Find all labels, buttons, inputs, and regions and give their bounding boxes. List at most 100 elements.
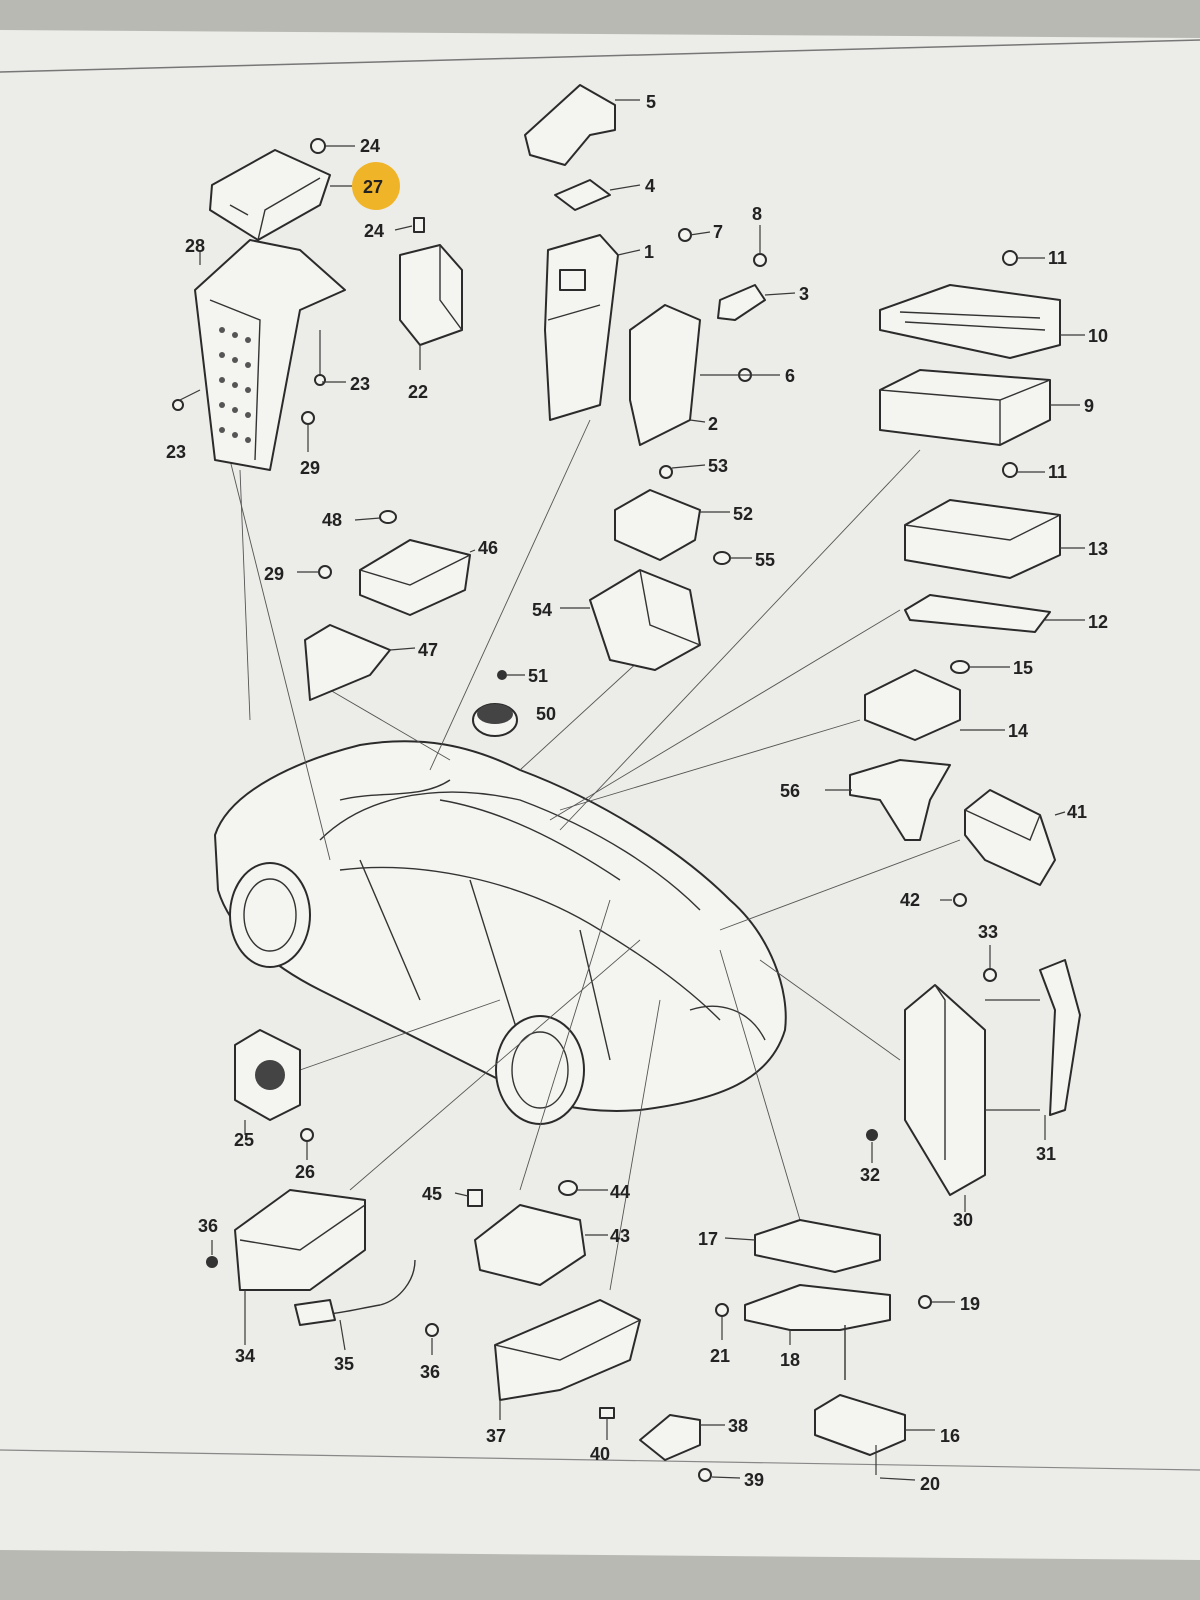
callout-53[interactable]: 53 — [708, 456, 728, 476]
part-16-module[interactable] — [814, 1394, 906, 1456]
callout-41[interactable]: 41 — [1067, 802, 1087, 822]
callout-56[interactable]: 56 — [780, 781, 800, 801]
callout-14[interactable]: 14 — [1008, 721, 1028, 741]
callout-10[interactable]: 10 — [1088, 326, 1108, 346]
part-4-clip[interactable] — [554, 179, 611, 211]
callout-42[interactable]: 42 — [900, 890, 920, 910]
callout-12[interactable]: 12 — [1088, 612, 1108, 632]
callout-25[interactable]: 25 — [234, 1130, 254, 1150]
callout-numbers: 5 24 27 4 8 7 24 28 1 11 3 10 6 23 22 9 … — [166, 92, 1108, 1494]
callout-48[interactable]: 48 — [322, 510, 342, 530]
callout-4[interactable]: 4 — [645, 176, 655, 196]
part-35-harness[interactable] — [294, 1259, 416, 1326]
callout-9[interactable]: 9 — [1084, 396, 1094, 416]
part-43-module[interactable] — [474, 1204, 586, 1286]
part-14-module[interactable] — [864, 669, 961, 741]
callout-22[interactable]: 22 — [408, 382, 428, 402]
callout-34[interactable]: 34 — [235, 1346, 255, 1366]
callout-43[interactable]: 43 — [610, 1226, 630, 1246]
part-34-module[interactable] — [234, 1189, 366, 1291]
part-10-cover[interactable] — [879, 284, 1061, 359]
part-27-control-module[interactable] — [209, 149, 331, 241]
part-5-cover[interactable] — [524, 84, 616, 166]
callout-35[interactable]: 35 — [334, 1354, 354, 1374]
callout-29-mid[interactable]: 29 — [264, 564, 284, 584]
callout-8[interactable]: 8 — [752, 204, 762, 224]
callout-40[interactable]: 40 — [590, 1444, 610, 1464]
callout-45[interactable]: 45 — [422, 1184, 442, 1204]
part-50-knob[interactable] — [472, 703, 518, 737]
part-13-ecu[interactable] — [904, 499, 1061, 579]
callout-17[interactable]: 17 — [698, 1229, 718, 1249]
callout-1[interactable]: 1 — [644, 242, 654, 262]
callout-52[interactable]: 52 — [733, 504, 753, 524]
part-9-ecu[interactable] — [879, 369, 1051, 446]
callout-23-left[interactable]: 23 — [166, 442, 186, 462]
callout-11-mid[interactable]: 11 — [1048, 462, 1067, 482]
part-25-switch[interactable] — [234, 1029, 301, 1121]
callout-24-mid[interactable]: 24 — [364, 221, 384, 241]
callout-44[interactable]: 44 — [610, 1182, 630, 1202]
callout-7[interactable]: 7 — [713, 222, 723, 242]
callout-47[interactable]: 47 — [418, 640, 438, 660]
fasteners-right-top — [950, 250, 1018, 674]
callout-51[interactable]: 51 — [528, 666, 548, 686]
callout-31[interactable]: 31 — [1036, 1144, 1056, 1164]
callout-15[interactable]: 15 — [1013, 658, 1033, 678]
callout-18[interactable]: 18 — [780, 1350, 800, 1370]
callout-3[interactable]: 3 — [799, 284, 809, 304]
part-3-clip[interactable] — [717, 284, 766, 321]
leaders-right-middle — [825, 789, 1066, 1212]
callout-20[interactable]: 20 — [920, 1474, 940, 1494]
part-22-relay-module[interactable] — [399, 244, 463, 346]
callout-27[interactable]: 27 — [363, 177, 383, 197]
part-41-module[interactable] — [964, 789, 1056, 886]
leaders-bottom — [211, 1120, 955, 1481]
callout-50[interactable]: 50 — [536, 704, 556, 724]
part-28-bracket[interactable] — [194, 239, 346, 471]
callout-46[interactable]: 46 — [478, 538, 498, 558]
callout-11-top[interactable]: 11 — [1048, 248, 1067, 268]
callout-55[interactable]: 55 — [755, 550, 775, 570]
callout-19[interactable]: 19 — [960, 1294, 980, 1314]
callout-16[interactable]: 16 — [940, 1426, 960, 1446]
vehicle-outline — [214, 740, 787, 1125]
callout-36-left[interactable]: 36 — [198, 1216, 218, 1236]
leader-lines — [229, 419, 961, 1291]
page-bottom-rule — [0, 1449, 1200, 1471]
callout-54[interactable]: 54 — [532, 600, 552, 620]
callout-26[interactable]: 26 — [295, 1162, 315, 1182]
leaders-middle — [297, 464, 752, 676]
leaders-center-top — [609, 99, 796, 423]
part-56-bracket[interactable] — [849, 759, 951, 841]
callout-30[interactable]: 30 — [953, 1210, 973, 1230]
callout-24-top[interactable]: 24 — [360, 136, 380, 156]
callout-6[interactable]: 6 — [785, 366, 795, 386]
part-54-unit[interactable] — [589, 569, 701, 671]
callout-32[interactable]: 32 — [860, 1165, 880, 1185]
part-46-sensor[interactable] — [359, 539, 471, 616]
callout-28[interactable]: 28 — [185, 236, 205, 256]
callout-33[interactable]: 33 — [978, 922, 998, 942]
callout-39[interactable]: 39 — [744, 1470, 764, 1490]
callout-29-top[interactable]: 29 — [300, 458, 320, 478]
part-38-sensor[interactable] — [639, 1414, 701, 1461]
callout-21[interactable]: 21 — [710, 1346, 730, 1366]
callout-37[interactable]: 37 — [486, 1426, 506, 1446]
part-47-bracket[interactable] — [304, 624, 391, 701]
part-31-bracket[interactable] — [1039, 959, 1081, 1116]
part-12-plate[interactable] — [904, 594, 1051, 633]
callout-38[interactable]: 38 — [728, 1416, 748, 1436]
callout-5[interactable]: 5 — [646, 92, 656, 112]
part-17-module[interactable] — [754, 1219, 881, 1273]
leaders-right-top — [960, 257, 1085, 731]
callout-36-bottom[interactable]: 36 — [420, 1362, 440, 1382]
callout-13[interactable]: 13 — [1088, 539, 1108, 559]
part-30-ecu[interactable] — [904, 984, 986, 1196]
part-52-module[interactable] — [614, 489, 701, 561]
part-18-bracket[interactable] — [744, 1284, 891, 1380]
callout-2[interactable]: 2 — [708, 414, 718, 434]
callout-23-mid[interactable]: 23 — [350, 374, 370, 394]
part-1-module[interactable] — [544, 234, 619, 421]
